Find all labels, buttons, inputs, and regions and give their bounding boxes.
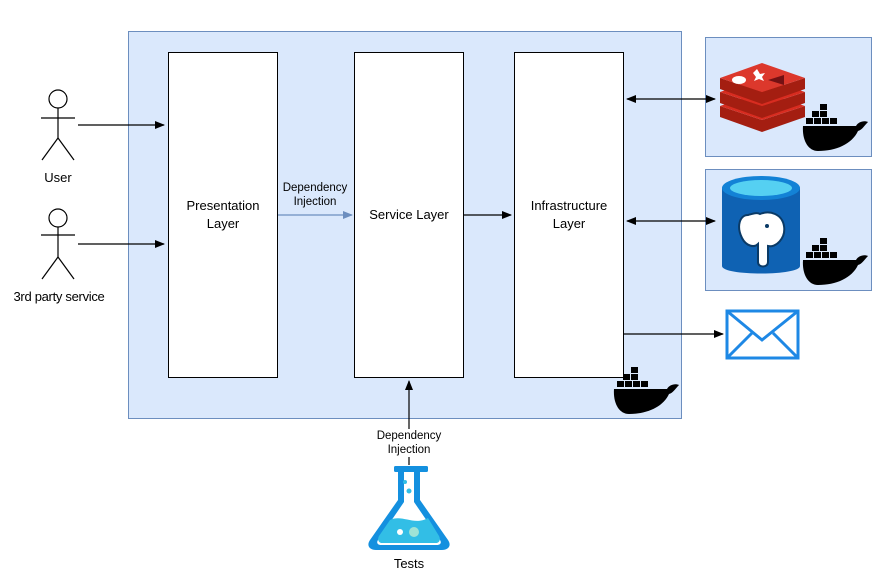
- presentation-layer[interactable]: Presentation Layer: [168, 52, 278, 378]
- third-party-actor-icon: [41, 208, 75, 280]
- di-tests-service-label: Dependency Injection: [368, 429, 450, 457]
- service-layer[interactable]: Service Layer: [354, 52, 464, 378]
- docker-icon: [613, 367, 679, 414]
- docker-icon: [802, 104, 868, 151]
- infrastructure-layer-label: Infrastructure Layer: [530, 198, 608, 231]
- user-actor-icon: [41, 89, 75, 161]
- mail-icon: [725, 309, 800, 360]
- service-layer-label: Service Layer: [369, 207, 449, 222]
- postgresql-icon: [722, 176, 800, 274]
- presentation-layer-label: Presentation Layer: [186, 198, 260, 231]
- third-party-label: 3rd party service: [13, 289, 105, 304]
- infrastructure-layer[interactable]: Infrastructure Layer: [514, 52, 624, 378]
- tests-label: Tests: [393, 556, 425, 571]
- flask-icon: [368, 466, 450, 550]
- di-presentation-service-label: Dependency Injection: [282, 182, 348, 208]
- docker-icon: [802, 238, 868, 285]
- redis-icon: [720, 63, 805, 132]
- user-label: User: [44, 170, 72, 185]
